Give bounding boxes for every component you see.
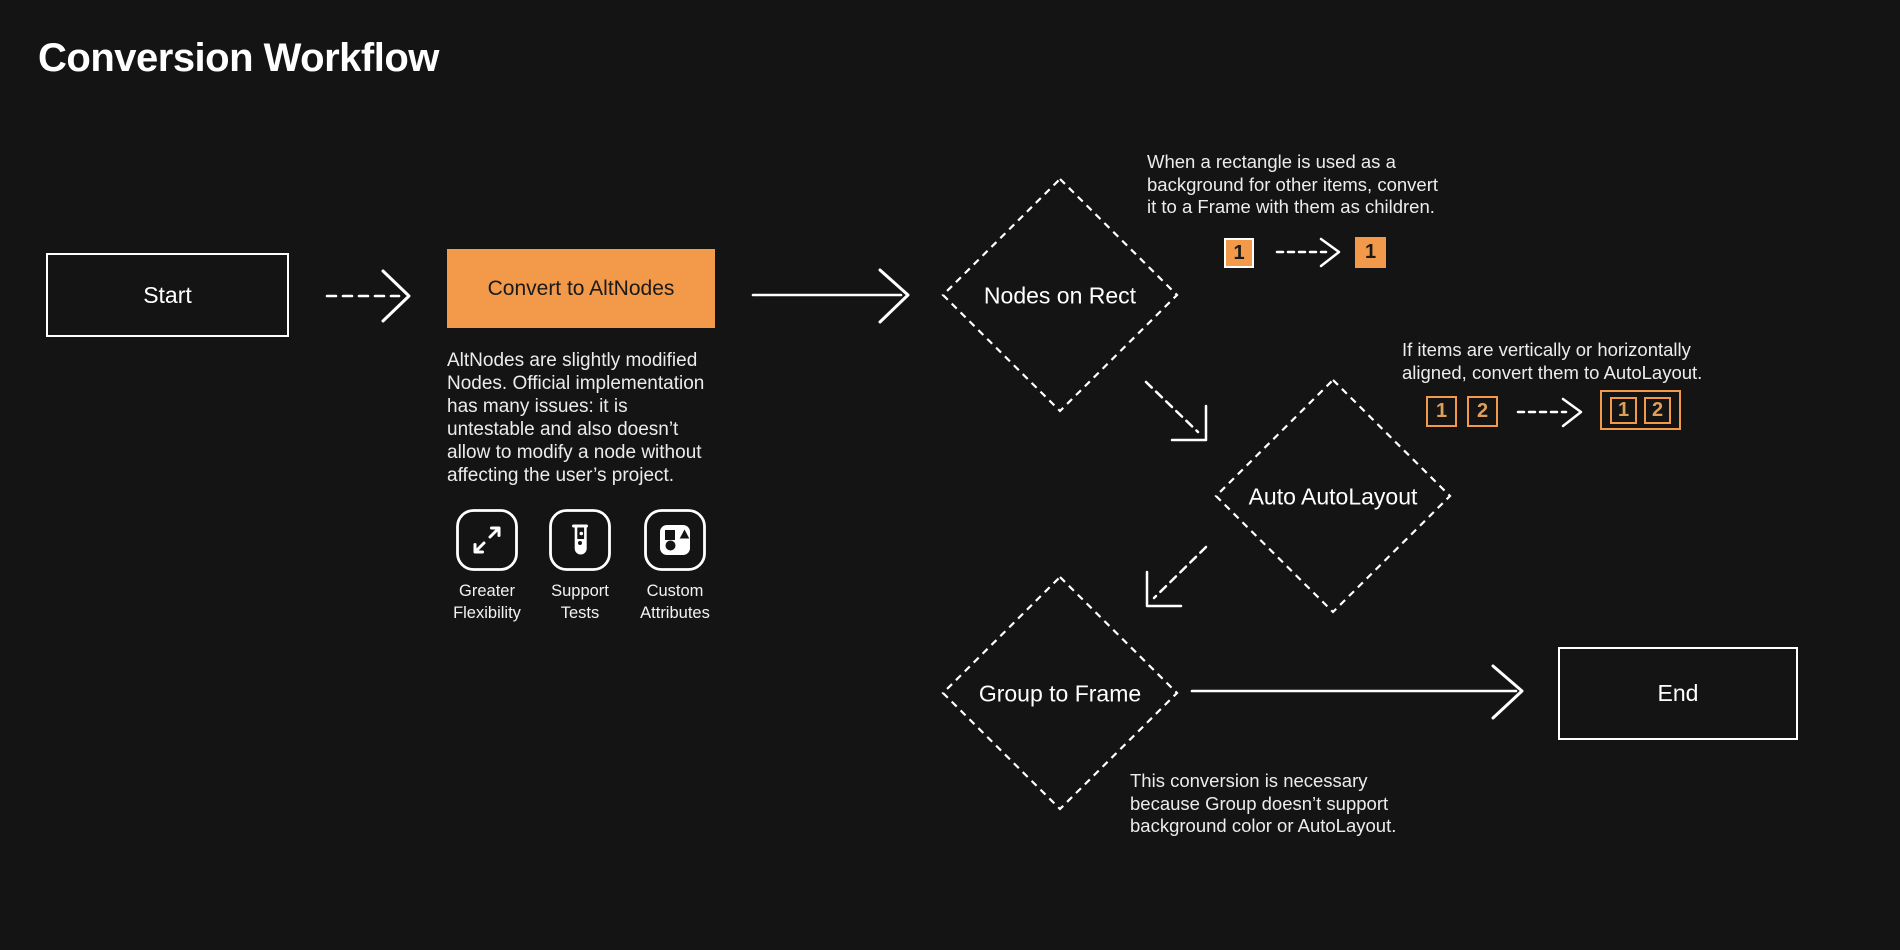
note-group-to-frame: This conversion is necessary because Gro…: [1130, 770, 1397, 836]
arrow-nodes-on-rect-to-auto-autolayout: [1144, 380, 1208, 442]
feature-support-tests-label: Support Tests: [551, 582, 609, 622]
page-title: Conversion Workflow: [38, 36, 439, 80]
mini-item-2-after: 2: [1644, 396, 1671, 424]
mini-item-2-before: 2: [1467, 396, 1498, 427]
note-auto-autolayout: If items are vertically or horizontally …: [1402, 339, 1703, 383]
node-end: End: [1558, 647, 1798, 740]
arrow-convert-to-nodes-on-rect: [751, 268, 910, 324]
arrow-auto-autolayout-to-group-to-frame: [1145, 545, 1208, 608]
node-start: Start: [46, 253, 289, 337]
node-convert-to-altnodes-label: Convert to AltNodes: [487, 276, 675, 300]
mini-rect-before: 1: [1224, 238, 1254, 268]
shapes-icon: [644, 509, 706, 571]
note-nodes-on-rect: When a rectangle is used as a background…: [1147, 151, 1439, 217]
auto-autolayout-label: Auto AutoLayout: [1248, 483, 1418, 510]
arrow-group-to-frame-to-end: [1190, 664, 1524, 720]
rect-note-mini-arrow: [1275, 237, 1341, 268]
test-tube-icon: [549, 509, 611, 571]
group-to-frame-label: Group to Frame: [978, 680, 1142, 707]
group-to-frame-diamond: [941, 575, 1179, 811]
mini-autolayout-frame: 1 2: [1600, 390, 1681, 430]
feature-greater-flexibility: Greater Flexibility: [427, 509, 547, 624]
note-altnodes-description: AltNodes are slightly modified Nodes. Of…: [447, 350, 705, 486]
feature-custom-attributes: Custom Attributes: [613, 509, 737, 624]
node-end-label: End: [1657, 680, 1699, 706]
feature-support-tests: Support Tests: [519, 509, 641, 624]
autolayout-note-mini-arrow: [1516, 397, 1583, 428]
feature-greater-flexibility-label: Greater Flexibility: [453, 582, 521, 622]
node-convert-to-altnodes: Convert to AltNodes: [447, 249, 715, 328]
nodes-on-rect-diamond: [941, 177, 1179, 413]
mini-item-1-after: 1: [1610, 396, 1637, 424]
mini-frame-after: 1: [1355, 237, 1386, 268]
arrow-start-to-convert: [325, 269, 411, 323]
mini-item-1-before: 1: [1426, 396, 1457, 427]
auto-autolayout-diamond: [1214, 378, 1452, 614]
node-start-label: Start: [143, 281, 192, 308]
nodes-on-rect-label: Nodes on Rect: [983, 282, 1137, 309]
feature-custom-attributes-label: Custom Attributes: [640, 582, 710, 622]
expand-diagonal-icon: [456, 509, 518, 571]
